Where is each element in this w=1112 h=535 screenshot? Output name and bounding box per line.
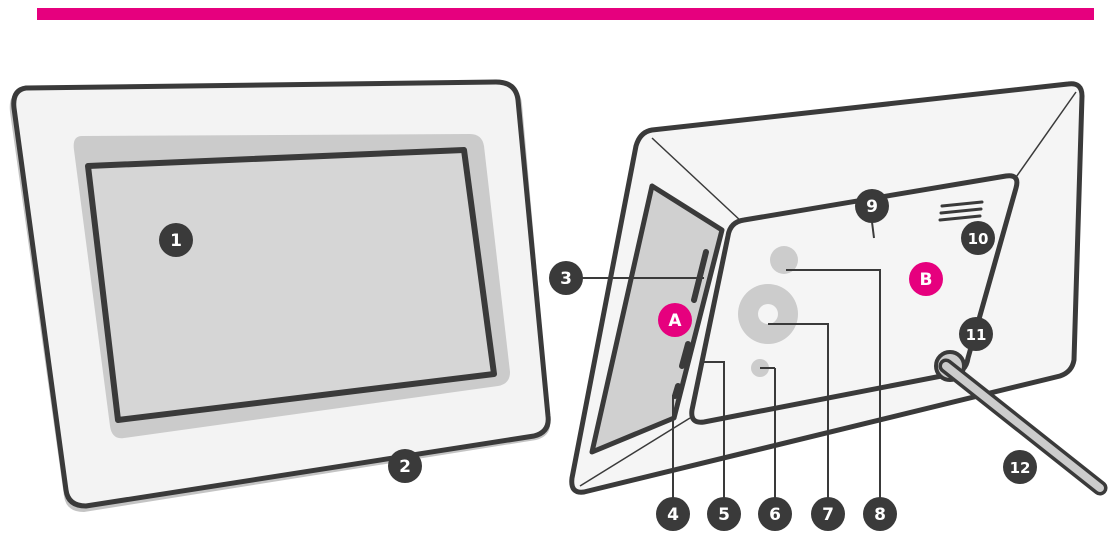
callout-7: 7 [811, 497, 845, 531]
callout-badge [811, 497, 845, 531]
accent-header-bar [37, 8, 1094, 20]
area-label: B [920, 270, 933, 290]
usb-port [679, 341, 691, 369]
callout-11: 11 [959, 317, 993, 351]
callout-label: 1 [170, 231, 182, 251]
area-badge [658, 303, 692, 337]
speaker-grille [938, 200, 984, 222]
control-button-top [770, 246, 798, 274]
callout-badge [159, 223, 193, 257]
callout-badge [549, 261, 583, 295]
callout-2: 2 [388, 449, 422, 483]
callout-label: 12 [1010, 459, 1031, 477]
card-slot [691, 249, 709, 303]
callout-badge [1003, 450, 1037, 484]
callout-badge [959, 317, 993, 351]
callout-label: 10 [968, 230, 989, 248]
stand-leg-fill [942, 362, 1104, 492]
callout-label: 8 [874, 505, 886, 525]
callout-badge [961, 221, 995, 255]
navigation-dial-center [758, 304, 778, 324]
callout-4: 4 [656, 497, 690, 531]
front-view [9, 79, 551, 512]
callout-6: 6 [758, 497, 792, 531]
back-view [566, 81, 1108, 512]
area-badge [909, 262, 943, 296]
callout-badge [707, 497, 741, 531]
callout-badge [863, 497, 897, 531]
callout-label: 11 [966, 326, 987, 344]
callout-12: 12 [1003, 450, 1037, 484]
callout-3: 3 [549, 261, 583, 295]
callout-1: 1 [159, 223, 193, 257]
area-a-marker: A [658, 303, 692, 337]
callout-label: 2 [399, 457, 411, 477]
callout-label: 4 [667, 505, 679, 525]
callout-label: 7 [822, 505, 834, 525]
callout-label: 9 [866, 197, 878, 217]
area-label: A [668, 311, 682, 331]
perspective-lines [579, 91, 1077, 487]
power-jack [672, 383, 681, 399]
callout-label: 6 [769, 505, 781, 525]
callout-badge [855, 189, 889, 223]
callout-9: 9 [855, 189, 889, 223]
callout-badge [388, 449, 422, 483]
leader-lines [566, 221, 881, 512]
area-b-marker: B [909, 262, 943, 296]
callout-badge [758, 497, 792, 531]
callout-10: 10 [961, 221, 995, 255]
callout-badge [656, 497, 690, 531]
callout-5: 5 [707, 497, 741, 531]
callout-8: 8 [863, 497, 897, 531]
callout-label: 5 [718, 505, 730, 525]
callout-label: 3 [560, 269, 572, 289]
front-screen [85, 147, 497, 423]
